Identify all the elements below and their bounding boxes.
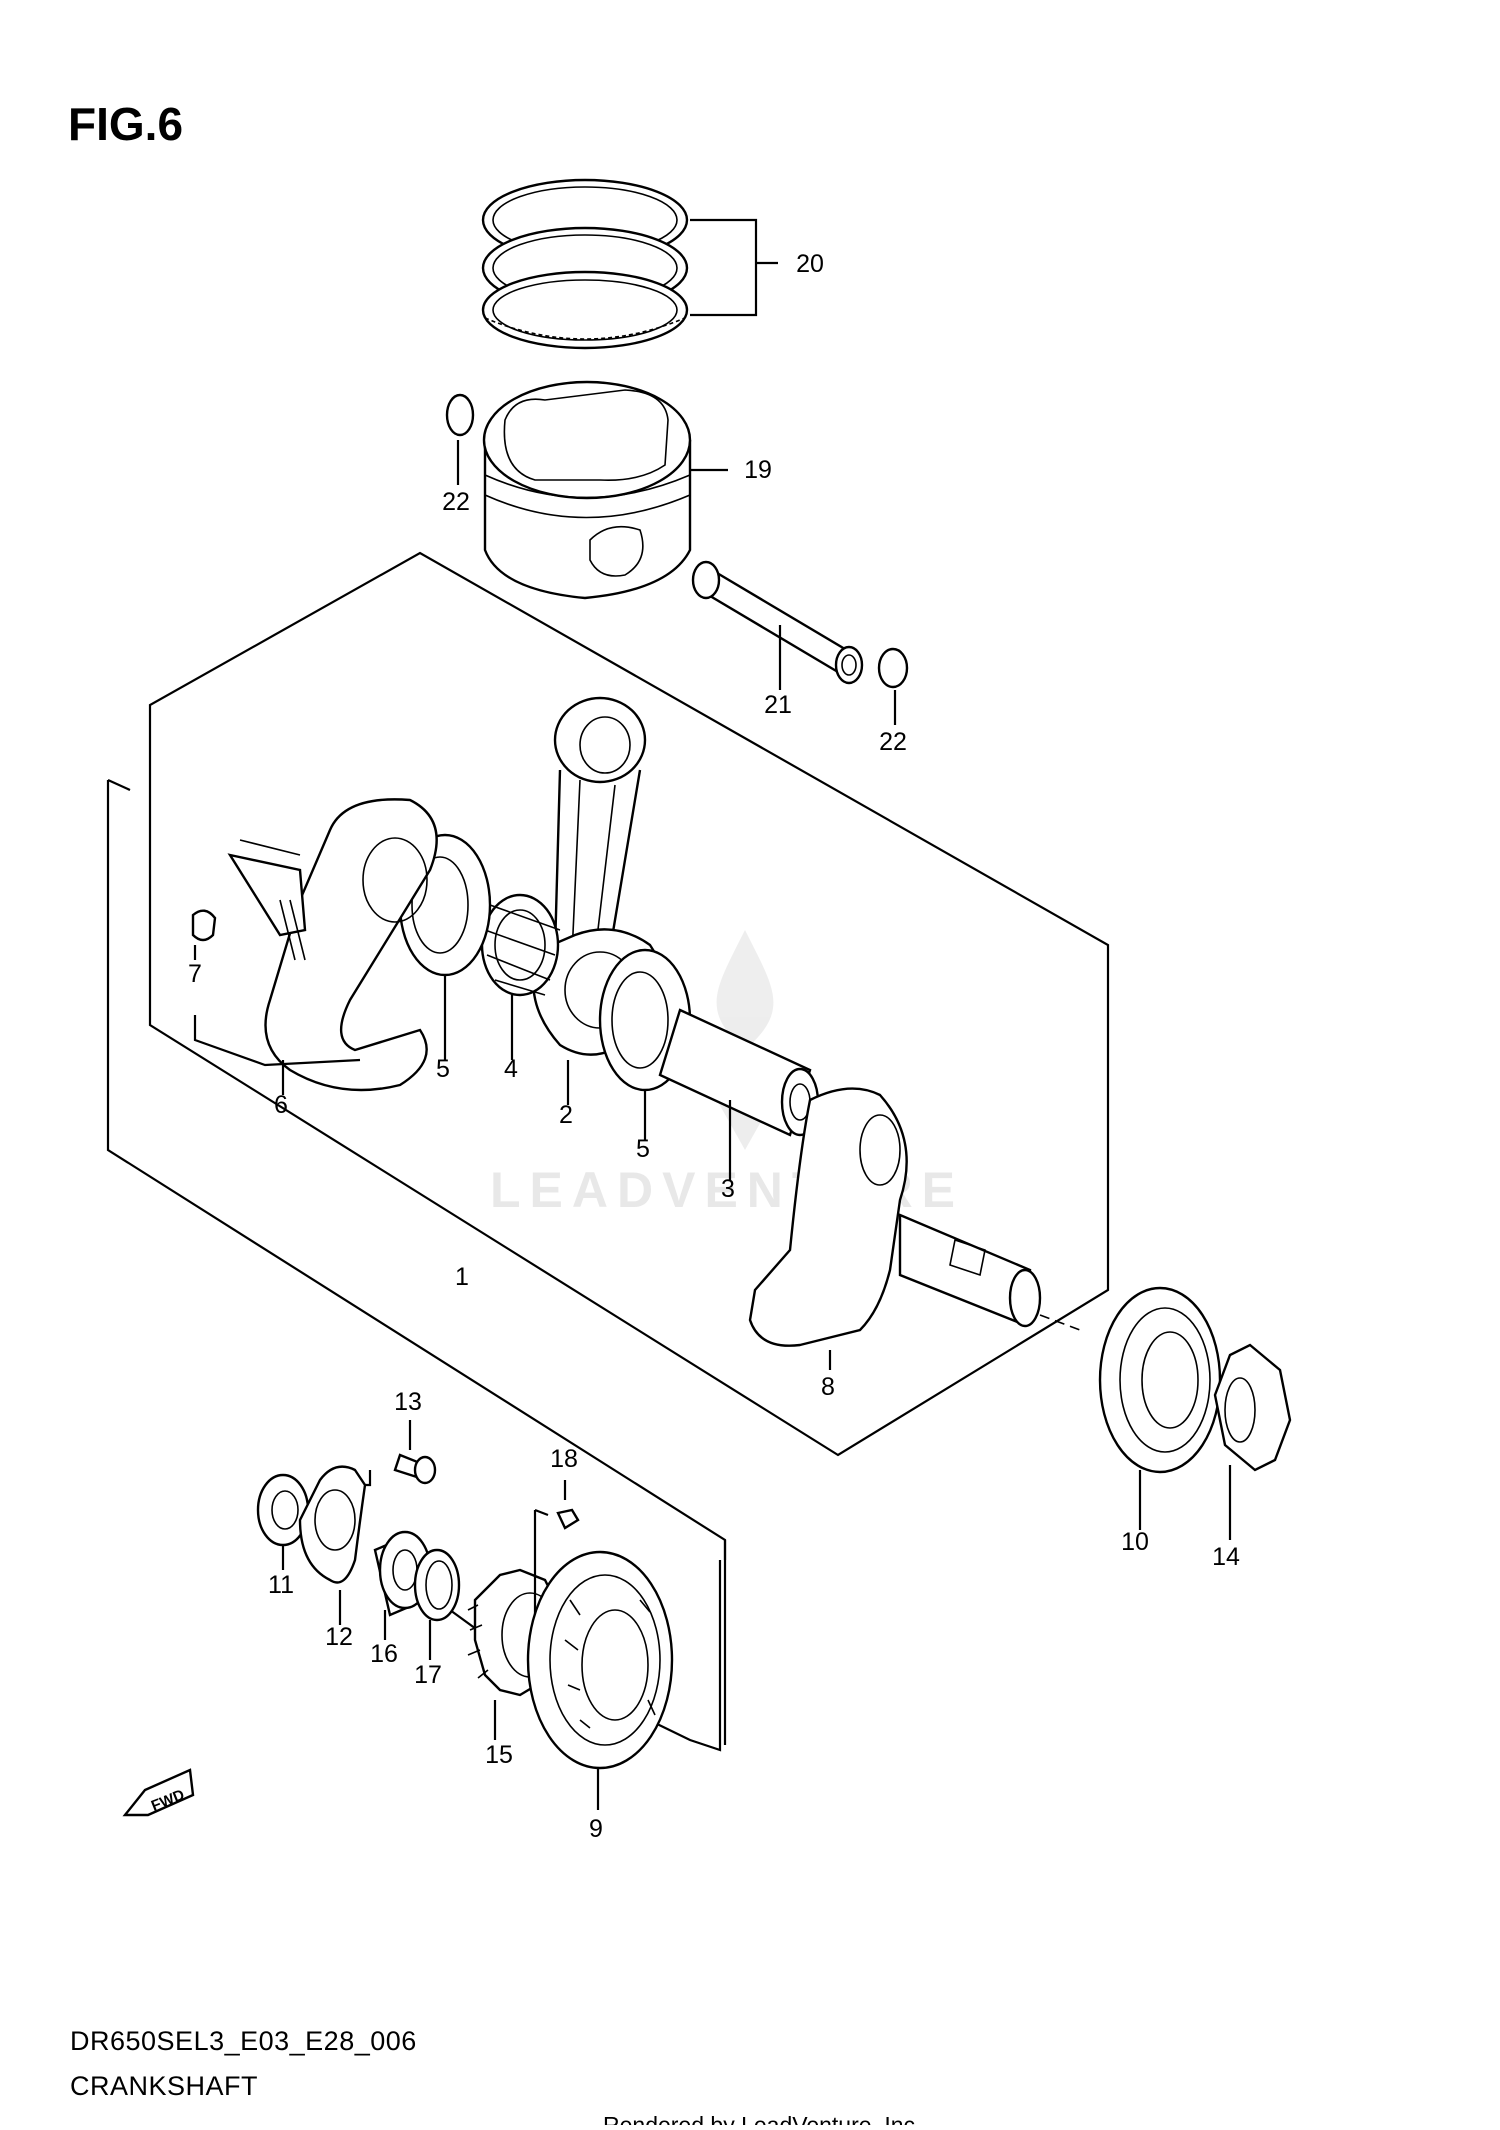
- forward-arrow-icon: FWD: [122, 1768, 195, 1817]
- crankshaft-assembly-box: [148, 551, 1110, 1457]
- callout-17: 17: [414, 1661, 442, 1689]
- callout-21: 21: [764, 691, 792, 719]
- callout-5-b: 5: [636, 1135, 650, 1163]
- callout-14: 14: [1212, 1543, 1240, 1571]
- leader-6-bracket: [193, 1015, 361, 1067]
- left-crank-bearing: [526, 1550, 674, 1770]
- piston-ring-set: [481, 178, 689, 350]
- render-credit: Rendered by LeadVenture, Inc.: [603, 2112, 921, 2125]
- callout-8: 8: [821, 1373, 835, 1401]
- leader-18: [534, 1480, 567, 1517]
- figure-title: FIG.6: [68, 98, 183, 150]
- callout-22: 22: [442, 488, 470, 516]
- callout-13: 13: [394, 1388, 422, 1416]
- piston-pin: [691, 560, 864, 685]
- retainer-plate: [298, 1465, 367, 1584]
- callout-15: 15: [485, 1741, 513, 1769]
- screw: [393, 1453, 437, 1485]
- o-ring: [413, 1548, 461, 1622]
- needle-bearing: [480, 893, 561, 997]
- callout-22-b: 22: [879, 728, 907, 756]
- crank-web-right: [748, 1087, 1042, 1347]
- callout-16: 16: [370, 1640, 398, 1668]
- callout-1: 1: [455, 1263, 469, 1291]
- crank-web-left: [227, 798, 438, 1092]
- leader-20: [690, 218, 778, 317]
- assembly-name: CRANKSHAFT: [70, 2071, 258, 2101]
- key: [556, 1508, 580, 1530]
- callout-12: 12: [325, 1623, 353, 1651]
- callout-11: 11: [268, 1571, 294, 1599]
- callout-18: 18: [550, 1445, 578, 1473]
- callout-2: 2: [559, 1101, 573, 1129]
- callout-6: 6: [274, 1091, 288, 1119]
- circlip-upper: [445, 393, 475, 437]
- callout-20: 20: [796, 250, 824, 278]
- model-code: DR650SEL3_E03_E28_006: [70, 2026, 417, 2056]
- callout-19: 19: [744, 456, 772, 484]
- circlip-lower: [877, 647, 909, 689]
- callout-9: 9: [589, 1815, 603, 1843]
- piston: [482, 380, 692, 600]
- callout-10: 10: [1121, 1528, 1149, 1556]
- nut: [1213, 1343, 1292, 1472]
- callout-7: 7: [188, 960, 202, 988]
- callout-5: 5: [436, 1055, 450, 1083]
- callout-4: 4: [504, 1055, 518, 1083]
- right-crank-bearing: [1098, 1286, 1222, 1474]
- callout-3: 3: [721, 1175, 735, 1203]
- dowel-pin: [191, 909, 217, 942]
